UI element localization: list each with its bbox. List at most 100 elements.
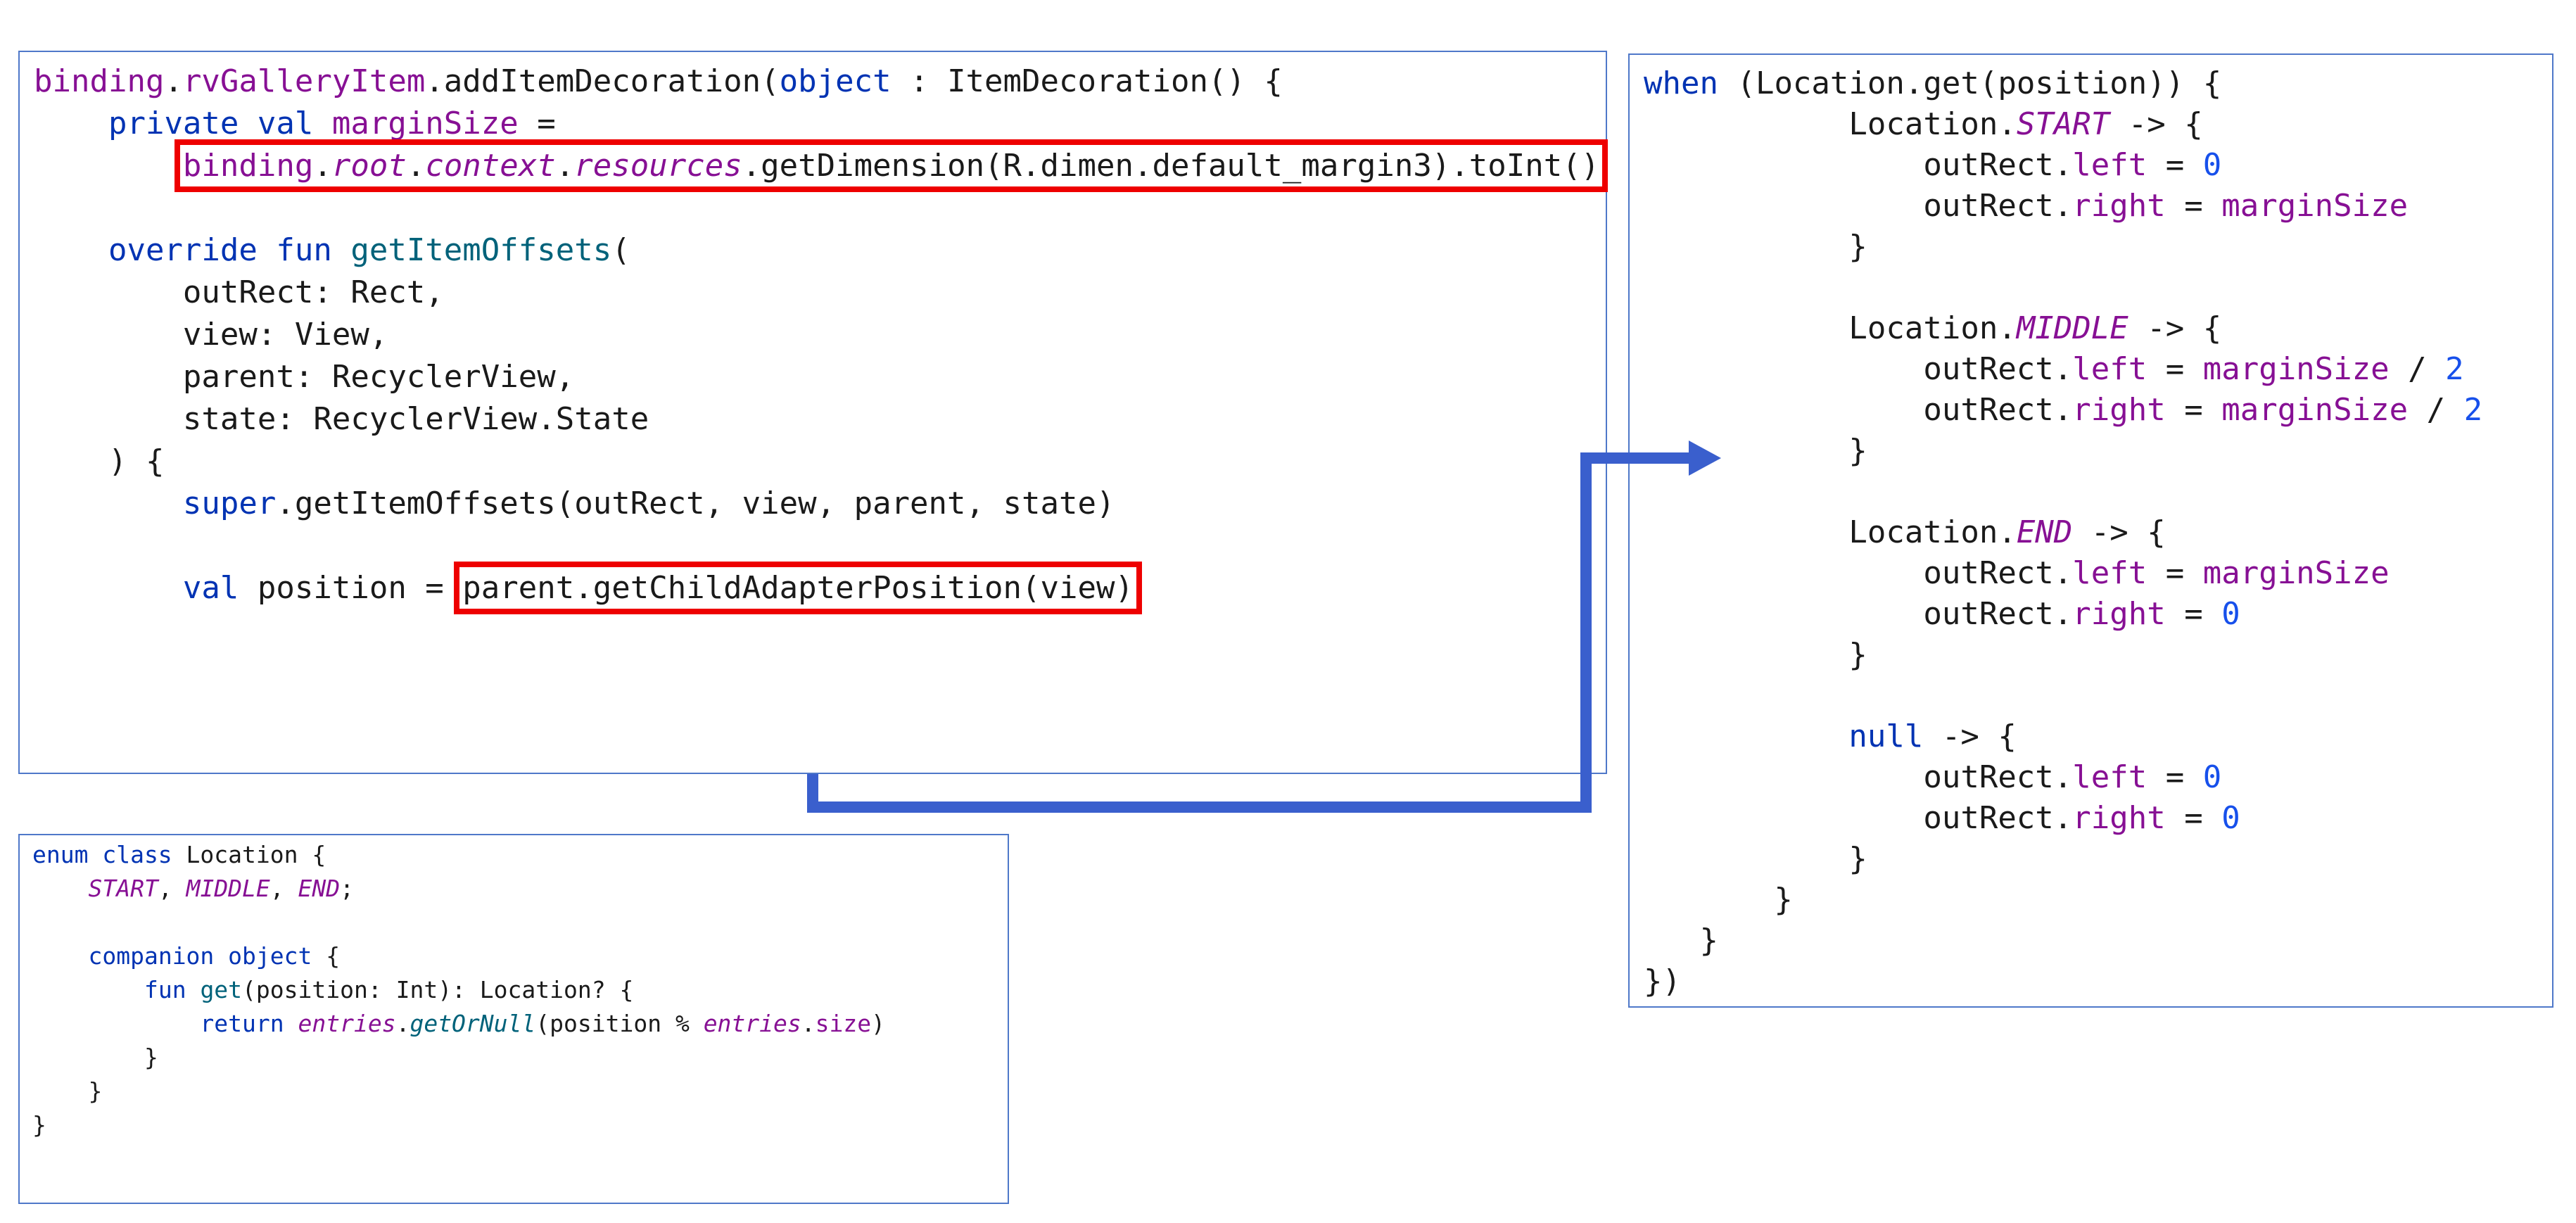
- code-token: (: [611, 232, 630, 268]
- code-line: }: [32, 1108, 46, 1142]
- code-token: outRect.: [1644, 759, 2073, 795]
- code-token: }: [1644, 637, 1867, 673]
- code-token: ,: [158, 875, 186, 902]
- code-token: .: [164, 63, 183, 99]
- code-token: .getItemOffsets(outRect, view, parent, s…: [276, 486, 1115, 521]
- code-token: .: [395, 1010, 410, 1037]
- code-token: parent: RecyclerView,: [34, 359, 575, 395]
- code-line: outRect.right = marginSize: [1644, 186, 2408, 227]
- code-line: ) {: [34, 441, 164, 483]
- code-token: -> {: [2072, 514, 2166, 550]
- code-line: val position = parent.getChildAdapterPos…: [34, 562, 1142, 614]
- code-token: }: [1644, 433, 1867, 469]
- code-token: 2: [2463, 392, 2483, 428]
- code-token: }: [1644, 923, 1718, 958]
- code-token: position =: [257, 570, 463, 606]
- code-token: (position: Int): Location? {: [242, 976, 634, 1003]
- code-token: companion object: [88, 942, 312, 970]
- code-line: enum class Location {: [32, 838, 326, 872]
- code-token: get: [200, 976, 243, 1003]
- code-token: marginSize: [2221, 392, 2409, 428]
- code-token: END: [298, 875, 341, 902]
- code-token: Location.: [1644, 106, 2017, 142]
- code-line: private val marginSize =: [34, 103, 556, 145]
- code-token: START: [88, 875, 158, 902]
- code-token: ) {: [34, 443, 165, 479]
- code-token: .addItemDecoration(: [425, 63, 780, 99]
- code-token: left: [2072, 555, 2147, 591]
- code-token: outRect.: [1644, 188, 2073, 224]
- code-token: right: [2072, 392, 2166, 428]
- code-line: }: [1644, 431, 1867, 471]
- code-token: (Location.get(position)) {: [1718, 65, 2222, 101]
- code-token: =: [2165, 800, 2222, 836]
- code-token: 2: [2445, 351, 2464, 387]
- code-token: entries: [298, 1010, 396, 1037]
- code-token: super: [182, 486, 277, 521]
- code-line: parent: RecyclerView,: [34, 356, 574, 398]
- code-token: outRect: Rect,: [34, 274, 444, 310]
- code-token: marginSize: [331, 106, 519, 141]
- code-token: [32, 976, 144, 1003]
- code-token: marginSize: [2202, 555, 2390, 591]
- code-token: .: [313, 148, 332, 184]
- code-token: (position %: [535, 1010, 704, 1037]
- code-token: binding: [34, 63, 165, 99]
- code-line: START, MIDDLE, END;: [32, 872, 354, 906]
- code-token: 0: [2202, 759, 2222, 795]
- code-token: left: [2072, 759, 2147, 795]
- code-token: right: [2072, 188, 2166, 224]
- code-token: binding: [182, 148, 314, 184]
- code-line: outRect.left = marginSize / 2: [1644, 349, 2464, 390]
- code-token: =: [518, 106, 556, 141]
- highlight-box: binding.root.context.resources.getDimens…: [174, 139, 1609, 192]
- code-line: outRect.left = marginSize: [1644, 553, 2390, 594]
- code-token: -> {: [2128, 310, 2222, 346]
- code-token: private val: [108, 106, 332, 141]
- code-token: [32, 875, 88, 902]
- code-token: }: [1644, 882, 1793, 918]
- code-line: when (Location.get(position)) {: [1644, 63, 2221, 104]
- code-token: marginSize: [2221, 188, 2409, 224]
- code-token: : ItemDecoration() {: [891, 63, 1283, 99]
- code-token: outRect.: [1644, 392, 2073, 428]
- code-line: override fun getItemOffsets(: [34, 229, 630, 272]
- code-token: rvGalleryItem: [182, 63, 426, 99]
- code-token: outRect.: [1644, 596, 2073, 632]
- code-token: -> {: [2109, 106, 2203, 142]
- code-line: }: [32, 1075, 102, 1108]
- code-line: binding.root.context.resources.getDimens…: [34, 139, 1609, 192]
- code-token: outRect.: [1644, 147, 2073, 183]
- code-token: }: [32, 1044, 158, 1071]
- add-item-decoration-code-panel: binding.rvGalleryItem.addItemDecoration(…: [18, 51, 1609, 774]
- code-token: =: [2147, 351, 2203, 387]
- code-token: context: [425, 148, 556, 184]
- enum-location-code-panel: enum class Location { START, MIDDLE, END…: [18, 834, 1009, 1204]
- code-token: parent.getChildAdapterPosition(view): [462, 570, 1134, 606]
- code-token: return: [200, 1010, 298, 1037]
- when-location-code-panel: when (Location.get(position)) { Location…: [1628, 53, 2553, 1008]
- code-token: override fun: [108, 232, 351, 268]
- code-token: MIDDLE: [186, 875, 270, 902]
- code-token: getOrNull: [410, 1010, 536, 1037]
- code-token: ;: [340, 875, 355, 902]
- code-line: Location.END -> {: [1644, 512, 2166, 553]
- code-token: =: [2165, 596, 2222, 632]
- code-token: view: View,: [34, 317, 388, 353]
- code-line: companion object {: [32, 939, 340, 973]
- code-token: }: [1644, 841, 1867, 877]
- code-line: }: [1644, 920, 1718, 961]
- code-token: MIDDLE: [2016, 310, 2128, 346]
- code-line: }: [1644, 880, 1793, 920]
- code-line: Location.START -> {: [1644, 104, 2203, 145]
- code-line: }: [1644, 635, 1867, 676]
- code-token: [34, 232, 108, 268]
- code-token: /: [2408, 392, 2464, 428]
- code-token: outRect.: [1644, 555, 2073, 591]
- code-token: =: [2147, 147, 2203, 183]
- code-token: Location.: [1644, 310, 2017, 346]
- code-token: .: [801, 1010, 816, 1037]
- code-line: }: [1644, 839, 1867, 880]
- code-token: =: [2147, 759, 2203, 795]
- code-line: fun get(position: Int): Location? {: [32, 973, 633, 1007]
